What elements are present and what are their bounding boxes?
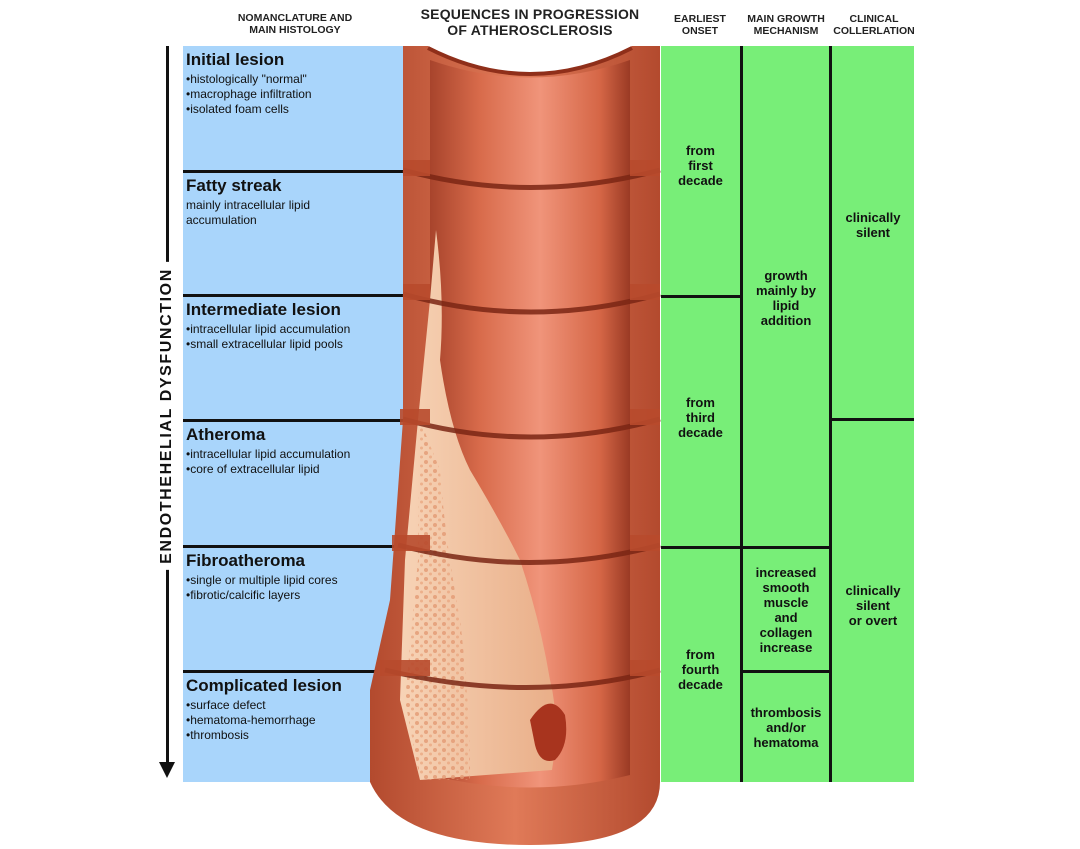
stage-divider — [183, 670, 405, 673]
stage-initial-lesion: Initial lesion histologically "normal" m… — [183, 46, 403, 170]
header-onset-line2: ONSET — [681, 25, 719, 38]
onset-first-decade: from first decade — [661, 143, 740, 188]
stage-divider — [183, 419, 405, 422]
header-clinical: CLINICAL COLLERLATION — [829, 13, 919, 37]
clinical-column — [832, 46, 914, 782]
clinical-divider — [832, 418, 914, 421]
stage-divider — [183, 294, 405, 297]
hematoma — [530, 703, 567, 761]
header-sequences-line2: OF ATHEROSCLEROSIS — [447, 22, 613, 39]
list-item: hematoma-hemorrhage — [186, 713, 403, 728]
header-onset-line1: EARLIEST — [674, 13, 726, 25]
growth-text: and/or — [766, 720, 806, 735]
stage-list: intracellular lipid accumulation small e… — [186, 322, 403, 352]
growth-text: mainly by — [756, 283, 816, 298]
stage-title: Initial lesion — [186, 50, 285, 69]
growth-divider — [743, 546, 829, 549]
onset-text: fourth — [681, 662, 720, 677]
growth-text: lipid — [772, 298, 800, 313]
list-item: intracellular lipid accumulation — [186, 447, 403, 462]
stage-text: mainly intracellular lipid accumulation — [186, 198, 311, 227]
stage-title: Fatty streak — [186, 176, 282, 195]
stage-divider — [183, 170, 405, 173]
clinical-text: silent — [856, 225, 890, 240]
header-clinical-line2: COLLERLATION — [833, 25, 915, 38]
stage-fibroatheroma: Fibroatheroma single or multiple lipid c… — [183, 547, 403, 671]
growth-text: increase — [759, 640, 813, 655]
header-clinical-line1: CLINICAL — [849, 13, 899, 25]
header-main-growth: MAIN GROWTH MECHANISM — [742, 13, 830, 37]
onset-third-decade: from third decade — [661, 395, 740, 440]
clinical-text: clinically — [845, 210, 901, 225]
header-nomenclature: NOMANCLATURE AND MAIN HISTOLOGY — [215, 12, 375, 36]
onset-text: from — [686, 647, 715, 662]
onset-text: from — [686, 395, 715, 410]
list-item: surface defect — [186, 698, 403, 713]
stage-divider — [183, 545, 405, 548]
clinical-text: or overt — [848, 613, 898, 628]
stage-atheroma: Atheroma intracellular lipid accumulatio… — [183, 421, 403, 545]
growth-divider — [743, 670, 829, 673]
header-sequences-line1: SEQUENCES IN PROGRESSION — [420, 6, 640, 22]
onset-text: third — [686, 410, 715, 425]
list-item: fibrotic/calcific layers — [186, 588, 403, 603]
onset-text: from — [686, 143, 715, 158]
header-growth-line1: MAIN GROWTH — [747, 13, 825, 25]
stage-title: Complicated lesion — [186, 676, 342, 695]
stage-list: intracellular lipid accumulation core of… — [186, 447, 403, 477]
clinical-silent-or-overt: clinically silent or overt — [832, 583, 914, 628]
onset-text: first — [688, 158, 713, 173]
column-divider — [740, 46, 743, 782]
growth-text: collagen — [759, 625, 813, 640]
onset-fourth-decade: from fourth decade — [661, 647, 740, 692]
list-item: single or multiple lipid cores — [186, 573, 403, 588]
stage-list: surface defect hematoma-hemorrhage throm… — [186, 698, 403, 743]
clinical-silent: clinically silent — [832, 210, 914, 240]
list-item: macrophage infiltration — [186, 87, 403, 102]
list-item: thrombosis — [186, 728, 403, 743]
onset-text: decade — [678, 173, 723, 188]
stage-list: histologically "normal" macrophage infil… — [186, 72, 403, 117]
growth-thrombosis: thrombosis and/or hematoma — [743, 705, 829, 750]
onset-divider — [661, 546, 740, 549]
list-item: histologically "normal" — [186, 72, 403, 87]
onset-text: decade — [678, 677, 723, 692]
growth-text: addition — [760, 313, 812, 328]
growth-text: growth — [764, 268, 808, 283]
growth-text: increased — [755, 565, 817, 580]
header-earliest-onset: EARLIEST ONSET — [660, 13, 740, 37]
growth-text: and — [774, 610, 798, 625]
stage-title: Fibroatheroma — [186, 551, 306, 570]
stage-title: Atheroma — [186, 425, 266, 444]
growth-column — [743, 46, 829, 782]
onset-divider — [661, 295, 740, 298]
stage-complicated-lesion: Complicated lesion surface defect hemato… — [183, 672, 403, 782]
growth-text: smooth — [762, 580, 810, 595]
header-nomenclature-line1: NOMANCLATURE AND — [237, 12, 353, 24]
growth-lipid-addition: growth mainly by lipid addition — [743, 268, 829, 328]
stage-intermediate-lesion: Intermediate lesion intracellular lipid … — [183, 296, 403, 420]
onset-text: decade — [678, 425, 723, 440]
list-item: intracellular lipid accumulation — [186, 322, 403, 337]
growth-text: thrombosis — [750, 705, 822, 720]
list-item: isolated foam cells — [186, 102, 403, 117]
stage-list: single or multiple lipid cores fibrotic/… — [186, 573, 403, 603]
clinical-text: silent — [856, 598, 890, 613]
stage-title: Intermediate lesion — [186, 300, 341, 319]
growth-text: hematoma — [753, 735, 819, 750]
list-item: small extracellular lipid pools — [186, 337, 403, 352]
growth-smooth-muscle: increased smooth muscle and collagen inc… — [743, 565, 829, 655]
header-sequences: SEQUENCES IN PROGRESSION OF ATHEROSCLERO… — [405, 6, 655, 38]
stage-fatty-streak: Fatty streak mainly intracellular lipid … — [183, 172, 403, 296]
onset-column — [661, 46, 740, 782]
header-growth-line2: MECHANISM — [753, 25, 819, 38]
list-item: core of extracellular lipid — [186, 462, 403, 477]
column-divider — [829, 46, 832, 782]
header-nomenclature-line2: MAIN HISTOLOGY — [249, 24, 341, 37]
clinical-text: clinically — [845, 583, 901, 598]
growth-text: muscle — [763, 595, 809, 610]
arrow-down-icon — [159, 762, 175, 778]
